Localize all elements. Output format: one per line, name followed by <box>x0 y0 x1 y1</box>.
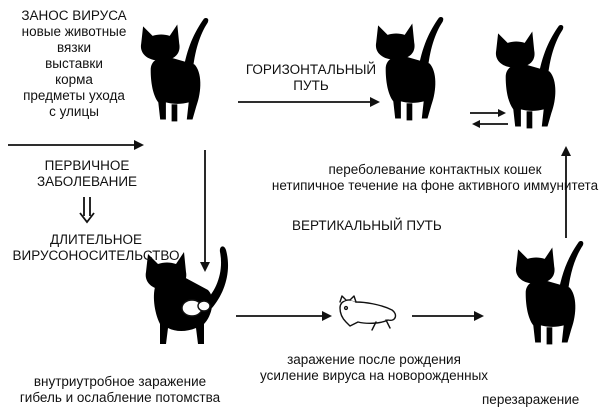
source-item: с улицы <box>49 104 99 119</box>
arrow-to-reinfection <box>412 311 484 321</box>
cat-contact-right-icon <box>495 25 564 129</box>
arrow-down-to-pregnant <box>200 150 210 272</box>
reinfection-label: перезаражение <box>482 392 580 407</box>
arrow-into-source <box>8 140 144 150</box>
intrauterine-line2: гибель и ослабление потомства <box>19 390 221 405</box>
source-item: вязки <box>57 40 91 55</box>
arrow-up-reinfection <box>561 146 571 238</box>
contact-line2: нетипичное течение на фоне активного имм… <box>271 178 599 193</box>
primary-disease-label: ПЕРВИЧНОЕ ЗАБОЛЕВАНИЕ <box>22 158 152 190</box>
horizontal-line2: ПУТЬ <box>293 78 329 93</box>
vertical-path-label: ВЕРТИКАЛЬНЫЙ ПУТЬ <box>292 218 442 233</box>
intrauterine-line1: внутриутробное заражение <box>33 374 207 389</box>
virus-sources-title: ЗАНОС ВИРУСА <box>21 8 127 23</box>
carrier-line2: ВИРУСОНОСИТЕЛЬСТВО <box>12 248 180 263</box>
cat-reinfection-icon <box>515 241 584 345</box>
contact-line1: переболевание контактных кошек <box>328 162 542 177</box>
source-item: выставки <box>45 56 103 71</box>
virus-sources-block: ЗАНОС ВИРУСА новые животные вязки выстав… <box>4 8 144 120</box>
postnatal-label: заражение после рождения усиление вируса… <box>244 352 504 384</box>
postnatal-line2: усиление вируса на новорожденных <box>259 368 489 383</box>
horizontal-path-label: ГОРИЗОНТАЛЬНЫЙ ПУТЬ <box>236 62 386 94</box>
intrauterine-label: внутриутробное заражение гибель и ослабл… <box>4 374 236 406</box>
kitten-icon <box>339 295 397 331</box>
source-item: новые животные <box>21 24 127 39</box>
horizontal-line1: ГОРИЗОНТАЛЬНЫЙ <box>245 62 377 77</box>
carrier-label: ДЛИТЕЛЬНОЕ ВИРУСОНОСИТЕЛЬСТВО <box>6 232 186 264</box>
arrow-to-kitten <box>236 311 332 321</box>
arrow-contact-exchange <box>470 109 508 128</box>
postnatal-line1: заражение после рождения <box>287 352 461 367</box>
cat-contact-left-icon <box>375 17 444 121</box>
contact-cats-label: переболевание контактных кошек нетипично… <box>270 162 600 194</box>
source-item: корма <box>55 72 93 87</box>
primary-line2: ЗАБОЛЕВАНИЕ <box>36 174 138 189</box>
primary-line1: ПЕРВИЧНОЕ <box>44 158 130 173</box>
carrier-line1: ДЛИТЕЛЬНОЕ <box>50 232 142 247</box>
pregnant-cat-icon <box>145 246 229 344</box>
arrow-double-down <box>79 197 95 224</box>
source-item: предметы ухода <box>23 88 125 103</box>
cat-source-icon <box>140 18 209 122</box>
arrow-horizontal-path <box>238 97 380 107</box>
